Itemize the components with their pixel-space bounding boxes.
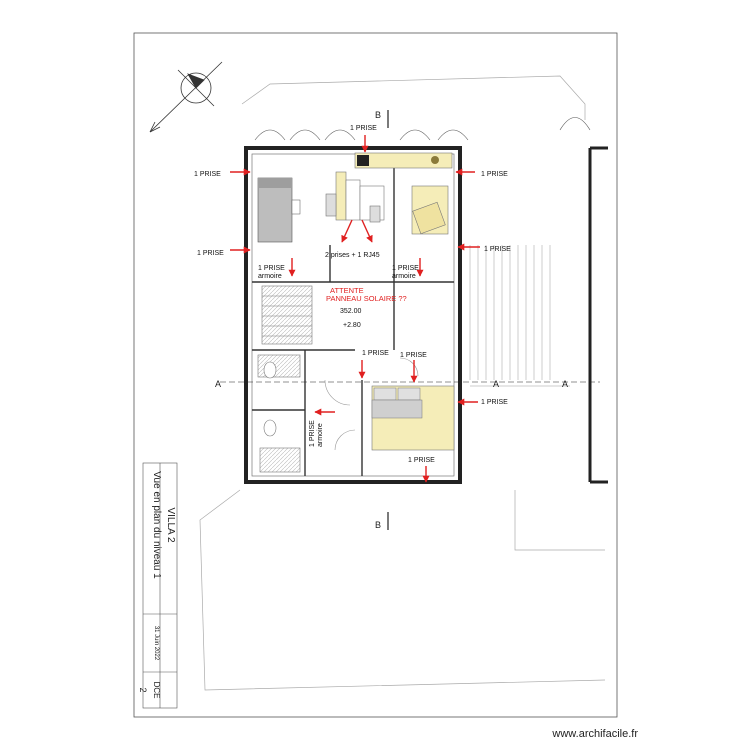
prise-label-bed-right: 1 PRISE bbox=[400, 352, 427, 359]
section-a-mid: A bbox=[493, 379, 499, 389]
door-swings bbox=[324, 357, 419, 451]
section-a-right: A bbox=[562, 379, 568, 389]
hedge-arcs bbox=[254, 117, 591, 141]
sheet-border bbox=[133, 32, 618, 718]
house-walls bbox=[244, 146, 462, 484]
sheet-number: 2 bbox=[138, 687, 148, 692]
date-text: 31 Juin 2022 bbox=[153, 626, 159, 661]
subtitle-text: Vue en plan du niveau 1 bbox=[151, 471, 162, 579]
staircase bbox=[261, 285, 313, 345]
prise-label-left-1: 1 PRISE bbox=[194, 171, 221, 178]
sheet-label: DCE bbox=[152, 682, 161, 699]
section-a-left: A bbox=[215, 379, 221, 389]
neighbour-building bbox=[588, 146, 608, 484]
watermark-text: www.archifacile.fr bbox=[552, 728, 638, 740]
prise-label-vertical: 1 PRISE bbox=[309, 420, 316, 447]
prise-label-top: 1 PRISE bbox=[350, 125, 377, 132]
prise-label-armoire-right: 1 PRISE bbox=[392, 265, 419, 272]
attente-label-2: PANNEAU SOLAIRE ?? bbox=[326, 294, 407, 303]
prise-label-right-1: 1 PRISE bbox=[481, 171, 508, 178]
annotations: 1 PRISE 1 PRISE 1 PRISE 1 PRISE 1 PRISE … bbox=[194, 125, 511, 464]
section-b-bottom: B bbox=[375, 520, 381, 530]
title-text: VILLA 2 bbox=[165, 507, 176, 542]
north-arrow-icon bbox=[149, 61, 223, 133]
armoire-label-right: armoire bbox=[392, 273, 416, 280]
outlet-arrows bbox=[230, 135, 480, 483]
prise-label-left-2: 1 PRISE bbox=[197, 250, 224, 257]
prise-label-bed-side: 1 PRISE bbox=[481, 399, 508, 406]
dimension-352: 352.00 bbox=[340, 308, 362, 315]
prise-label-bed-left: 1 PRISE bbox=[362, 350, 389, 357]
level-label: +2.80 bbox=[343, 322, 361, 329]
prise-label-bottom: 1 PRISE bbox=[408, 457, 435, 464]
bathroom-fixtures bbox=[257, 354, 301, 473]
kitchen-island bbox=[325, 171, 385, 223]
sofa bbox=[257, 177, 301, 243]
kitchen-counter bbox=[354, 152, 453, 169]
prise-label-right-2: 1 PRISE bbox=[484, 246, 511, 253]
site-outline bbox=[199, 75, 606, 691]
bed bbox=[371, 385, 455, 451]
armoire-label-left: armoire bbox=[258, 273, 282, 280]
terrace bbox=[469, 245, 570, 387]
armchair bbox=[411, 185, 449, 235]
prise-label-armoire-left: 1 PRISE bbox=[258, 265, 285, 272]
attente-label-1: ATTENTE bbox=[330, 286, 364, 295]
interior-partitions bbox=[252, 168, 454, 476]
title-block bbox=[142, 462, 178, 709]
prises-rj45-label: 2 prises + 1 RJ45 bbox=[325, 252, 380, 259]
section-marks: A A A B B bbox=[215, 110, 600, 530]
armoire-label-vertical: armoire bbox=[317, 423, 324, 447]
section-b-top: B bbox=[375, 110, 381, 120]
